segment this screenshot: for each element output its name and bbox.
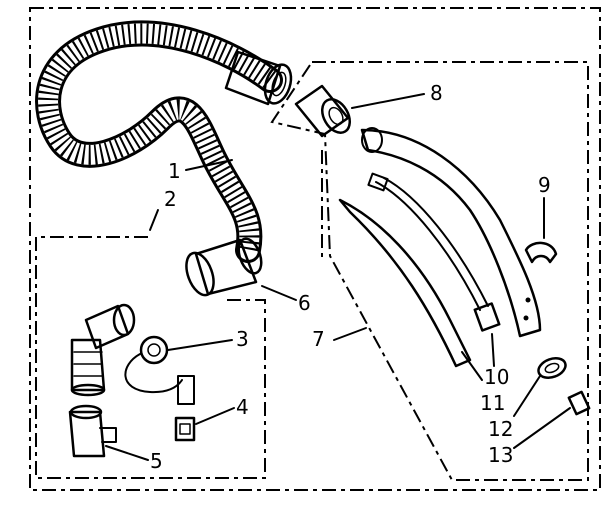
- leader-1: [185, 159, 233, 171]
- callout-12: 12: [488, 417, 513, 441]
- callout-7: 7: [312, 327, 325, 351]
- hose: [35, 20, 283, 263]
- leader-6: [261, 285, 297, 301]
- callout-9: 9: [538, 173, 551, 197]
- callout-5: 5: [150, 449, 163, 473]
- callout-6: 6: [298, 291, 311, 315]
- callout-8: 8: [430, 81, 443, 105]
- callout-1: 1: [168, 159, 181, 183]
- leader-10: [491, 333, 495, 367]
- callout-11: 11: [480, 391, 505, 415]
- callout-3: 3: [236, 327, 249, 351]
- callout-4: 4: [236, 395, 249, 419]
- leader-12: [513, 375, 541, 417]
- ring-part: [537, 357, 567, 379]
- outer-frame: [29, 7, 601, 491]
- leader-13: [513, 407, 571, 449]
- hose-connector-part: [294, 84, 351, 138]
- connector-housing-part: [68, 404, 117, 458]
- callout-13: 13: [488, 443, 513, 467]
- swivel-connector-part: [70, 303, 136, 397]
- leader-4: [195, 407, 235, 425]
- leader-11: [461, 351, 483, 381]
- leader-3: [167, 339, 233, 351]
- callout-10: 10: [484, 365, 509, 389]
- callout-2: 2: [164, 187, 177, 211]
- leader-8: [351, 93, 425, 109]
- handle-assembly-part: [360, 127, 542, 338]
- cord-socket-part: [124, 335, 195, 405]
- leader-7: [333, 327, 367, 341]
- hose-cuff-top: [224, 50, 293, 106]
- handle-clip-part: [524, 241, 558, 264]
- subassembly-frame: [35, 236, 266, 479]
- switch-clip-part: [174, 416, 196, 442]
- leader-2: [149, 209, 159, 231]
- leader-5: [105, 445, 149, 461]
- end-cap-part: [567, 390, 591, 416]
- hose-cuff-bottom: [185, 237, 263, 297]
- handle-kit-frame: [270, 61, 589, 481]
- wiring-channel-part: [338, 172, 501, 368]
- leader-lines: [105, 93, 571, 461]
